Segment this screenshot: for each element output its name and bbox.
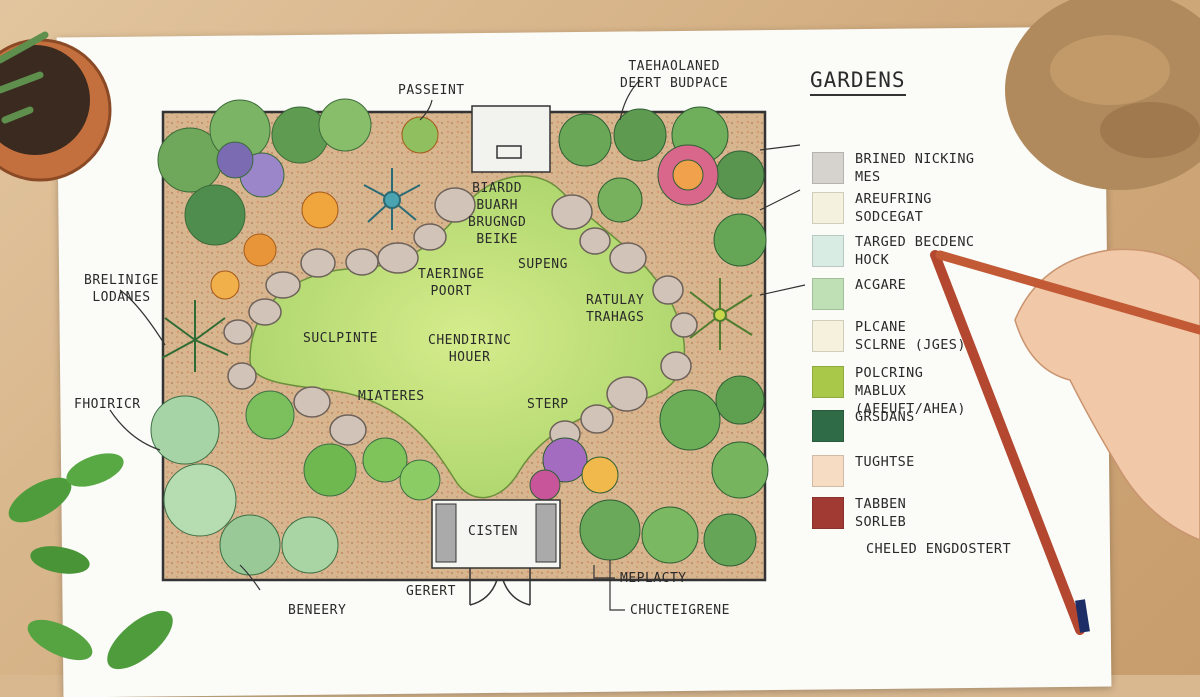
garden-plan-drawing <box>0 0 1200 670</box>
leaf-sprig <box>8 453 173 670</box>
label-center-2: TAERINGE POORT <box>418 267 485 299</box>
legend-swatch <box>812 497 844 529</box>
legend-title: GARDENS <box>810 68 906 96</box>
bench-icon <box>496 145 522 159</box>
legend-label: TABBEN SORLEB <box>855 496 907 530</box>
planting-left-spiky <box>161 300 229 372</box>
planting-top-left <box>157 98 372 246</box>
agave-plant <box>363 168 421 230</box>
top-path <box>471 105 551 173</box>
label-bottom-left: BENEERY <box>288 603 347 618</box>
label-passeint: PASSEINT <box>398 83 465 98</box>
label-center-6: RATULAY TRAHAGS <box>586 293 645 325</box>
label-center-3: SUPENG <box>518 257 568 272</box>
legend-swatch <box>812 320 844 352</box>
legend-footer: CHELED ENGDOSTERT <box>866 541 1011 557</box>
legend-swatch <box>812 410 844 442</box>
label-top-right: TAEHAOLANED DEERT BUDPACE <box>620 59 729 91</box>
legend-label: PLCANE SCLRNE (JGES) <box>855 319 966 353</box>
gate-doors <box>469 568 531 606</box>
gate-pillar-right <box>535 503 557 563</box>
planting-orange <box>210 116 439 300</box>
planting-bottom-left <box>150 390 441 576</box>
legend-swatch <box>812 152 844 184</box>
legend-swatch <box>812 455 844 487</box>
label-center-5: CHENDIRINC HOUER <box>428 333 512 365</box>
label-center-7: MIATERES <box>358 389 425 404</box>
legend-label: POLCRING MABLUX (AFEUFT/AHEA) <box>855 365 966 417</box>
gate-pillar-left <box>435 503 457 563</box>
legend-label: TARGED BECDENC HOCK <box>855 234 975 268</box>
label-center-8: STERP <box>527 397 569 412</box>
planting-top-right <box>558 106 767 267</box>
legend-swatch <box>812 366 844 398</box>
label-left-2: FHOIRICR <box>74 397 141 412</box>
legend-label: GRSDANS <box>855 409 915 425</box>
label-bottom-right-1: MEPLACTY <box>620 571 687 586</box>
hand-with-pencils <box>930 248 1200 635</box>
fabric-cloth <box>1005 0 1200 190</box>
label-center-4: SUCLPINTE <box>303 331 378 346</box>
legend-swatch <box>812 278 844 310</box>
legend-label: ACGARE <box>855 277 907 293</box>
label-bottom-center: GERERT <box>406 584 456 599</box>
planting-bottom-right <box>529 375 769 567</box>
label-gate: CISTEN <box>468 524 518 539</box>
leader-lines <box>109 79 806 611</box>
label-bottom-right-2: CHUCTEIGRENE <box>630 603 730 618</box>
legend-label: AREUFRING SODCEGAT <box>855 191 932 225</box>
planting-right-spiky <box>689 278 753 350</box>
potted-plant <box>0 31 112 182</box>
legend-label: TUGHTSE <box>855 454 915 470</box>
stones <box>223 187 698 448</box>
label-center-1: BIARDD BUARH BRUGNGD BEIKE <box>468 181 527 247</box>
legend-swatch <box>812 235 844 267</box>
label-left-1: BRELINIGE LODANES <box>84 273 159 305</box>
legend-label: BRINED NICKING MES <box>855 151 975 185</box>
legend-swatch <box>812 192 844 224</box>
